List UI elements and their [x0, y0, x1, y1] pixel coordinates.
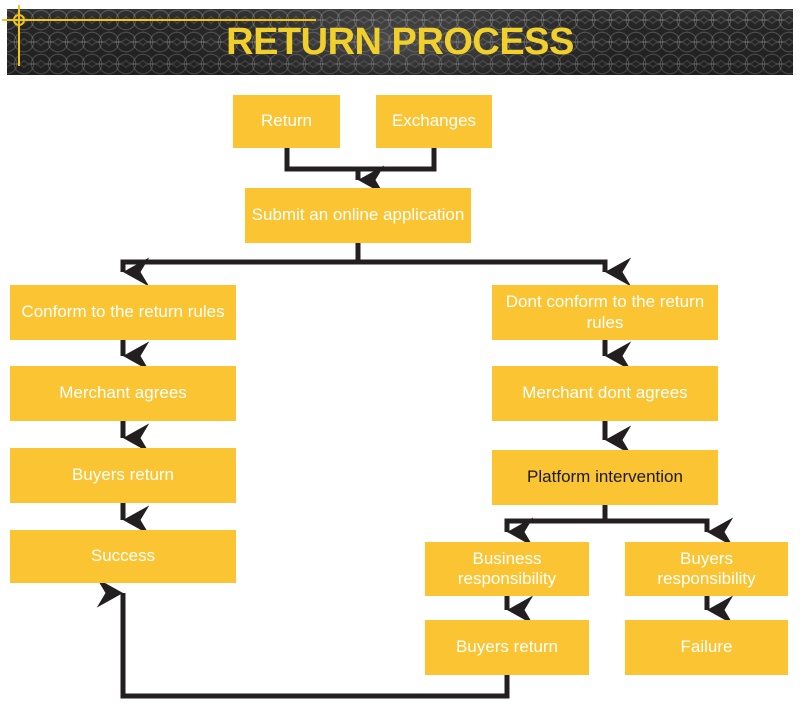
- node-business-responsibility[interactable]: Business responsibility: [425, 542, 589, 596]
- node-label: Return: [260, 111, 313, 131]
- node-label: Success: [90, 546, 156, 566]
- node-label: Buyers return: [455, 637, 559, 657]
- edge-submit-to-dontconform: [358, 257, 632, 287]
- node-submit-application[interactable]: Submit an online application: [245, 188, 471, 243]
- node-buyers-return-bottom[interactable]: Buyers return: [425, 620, 589, 675]
- node-label: Platform intervention: [527, 467, 683, 487]
- node-dont-conform-to-return-rules[interactable]: Dont conform to the return rules: [492, 285, 718, 340]
- node-label: Conform to the return rules: [21, 302, 225, 322]
- node-exchanges[interactable]: Exchanges: [376, 95, 492, 148]
- edge-submit-to-conform: [120, 243, 361, 287]
- page-title: RETURN PROCESS: [226, 21, 574, 63]
- node-buyers-responsibility[interactable]: Buyers responsibility: [625, 542, 788, 596]
- node-buyers-return-left[interactable]: Buyers return: [10, 448, 236, 503]
- node-merchant-agrees[interactable]: Merchant agrees: [10, 366, 236, 421]
- node-label: Merchant dont agrees: [522, 383, 688, 403]
- node-return[interactable]: Return: [233, 95, 340, 148]
- node-label: Business responsibility: [457, 548, 557, 588]
- node-label: Failure: [680, 637, 733, 657]
- node-failure[interactable]: Failure: [625, 620, 788, 675]
- node-label: Submit an online application: [251, 205, 465, 225]
- horizontal-rule-icon: [2, 19, 316, 21]
- crosshair-circle-icon: [13, 14, 25, 26]
- node-label: Dont conform to the return rules: [505, 292, 705, 332]
- vertical-rule-icon: [18, 5, 20, 66]
- header-plate: RETURN PROCESS: [7, 9, 793, 75]
- node-platform-intervention[interactable]: Platform intervention: [492, 450, 718, 505]
- node-label: Exchanges: [391, 111, 477, 131]
- node-label: Buyers return: [71, 465, 175, 485]
- header-banner: RETURN PROCESS: [0, 0, 800, 83]
- edge-merge-top: [284, 148, 437, 172]
- node-label: Merchant agrees: [59, 383, 187, 403]
- node-success[interactable]: Success: [10, 530, 236, 583]
- node-conform-to-return-rules[interactable]: Conform to the return rules: [10, 285, 236, 340]
- node-merchant-dont-agrees[interactable]: Merchant dont agrees: [492, 366, 718, 421]
- edge-platform-buyersresp: [605, 517, 734, 547]
- edge-platform-business: [504, 505, 608, 547]
- node-label: Buyers responsibility: [657, 548, 756, 588]
